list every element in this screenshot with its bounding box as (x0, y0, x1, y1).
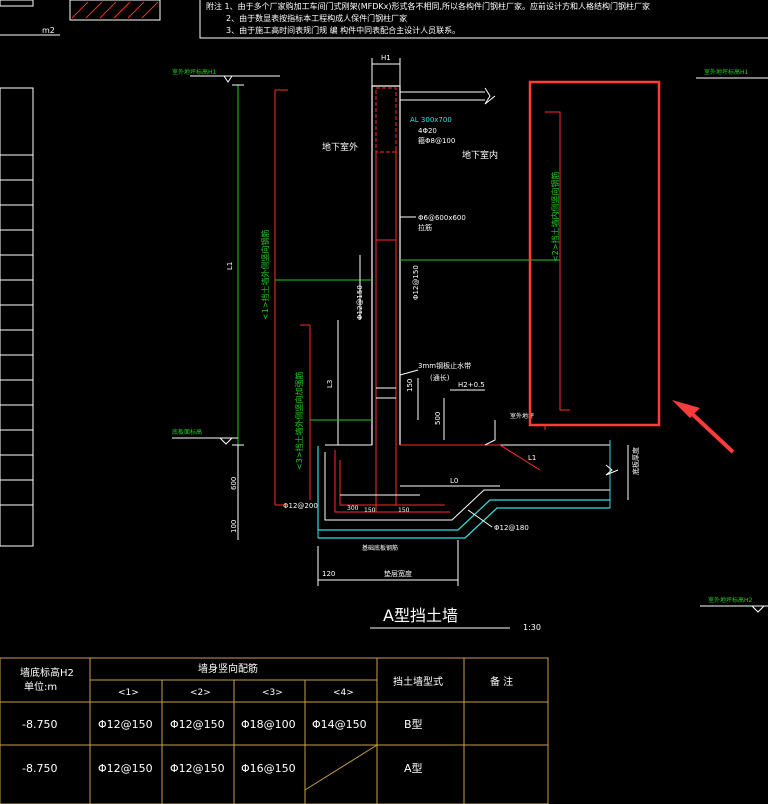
found-label: 底板厚度 (631, 447, 640, 475)
rebar-table (0, 657, 549, 804)
table-sub-header-3: <3> (262, 688, 283, 698)
bottom-level-note: 室外地坪 (510, 412, 534, 420)
dim-300-label: 300 (347, 505, 359, 512)
note-line-2: 2、由于数显表按指标本工程构成人保件门钢柱厂家 (226, 13, 407, 23)
rebar-table-text: 墙底标高H2 单位:m 墙身竖向配筋 <1> <2> <3> <4> 挡土墙型式… (20, 662, 513, 775)
rebar-bottom-right: Φ12@180 (494, 524, 529, 532)
top-left-fragment: m2 (0, 0, 161, 36)
rebar-bottom-left: Φ12@200 (283, 502, 318, 510)
dim-150-label: 150 (406, 379, 414, 392)
left-top-level: 室外地坪标高H1 (172, 68, 217, 76)
drawing-title: A型挡土墙 (383, 606, 458, 625)
waterstop-label-2: (通长) (430, 373, 450, 382)
l1-right-dim: L1 (528, 454, 536, 462)
wall-name: AL 300x700 (410, 116, 452, 124)
wall-section: H1 AL 300x700 4Φ20 箍Φ8@100 地下室外 地下室内 Φ6@… (172, 54, 640, 586)
dim-150b-label: 150 (364, 507, 376, 514)
wall-rebar-2: 箍Φ8@100 (418, 136, 455, 145)
drawing-scale: 1:30 (523, 623, 541, 632)
l1-dim: L1 (226, 262, 234, 270)
table-sub-header-4: <4> (333, 688, 354, 698)
table-header-unit: 单位:m (24, 680, 57, 693)
table-row-1-h2: -8.750 (22, 718, 57, 731)
note-line-1: 附注 1、由于多个厂家购加工车间门式刚架(MFDKx)形式各不相同,所以各构件门… (206, 1, 650, 11)
waterstop-label-1: 3mm钢板止水带 (418, 361, 471, 370)
right-floor-label: 地下室内 (462, 149, 498, 161)
table-row-1-c4: Φ14@150 (312, 718, 367, 731)
beam-note-2: 拉筋 (418, 223, 432, 232)
l0-dim: L0 (450, 477, 458, 485)
dim-500-label: 500 (434, 412, 442, 425)
section-vertical-label: <2>挡土墙内侧竖向钢筋 (550, 172, 560, 263)
lower-vertical-label: <3>挡土墙外侧竖向加强筋 (294, 372, 304, 471)
table-row-2-c2: Φ12@150 (170, 762, 225, 775)
table-row-1-type: B型 (404, 717, 423, 731)
notes-box: 附注 1、由于多个厂家购加工车间门式刚架(MFDKx)形式各不相同,所以各构件门… (199, 0, 768, 39)
table-row-2-h2: -8.750 (22, 762, 57, 775)
table-row-1-c1: Φ12@150 (98, 718, 153, 731)
table-sub-header-2: <2> (190, 688, 211, 698)
h2-dim-label: H2+0.5 (458, 381, 485, 389)
beam-note: Φ6@600x600 (418, 214, 466, 222)
note-line-3: 3、由于施工高时间表规门规 编 构件中同表配合主设计人员联系。 (226, 25, 460, 35)
dim-150c-label: 150 (398, 507, 410, 514)
drawing-title-block: A型挡土墙 1:30 (370, 606, 541, 632)
table-note-header: 备 注 (490, 675, 513, 688)
left-rebar-vertical-label: <1>挡土墙外侧竖向钢筋 (260, 230, 270, 321)
top-width-dim: H1 (381, 54, 391, 62)
rebar-mid-right-label: Φ12@150 (412, 265, 420, 300)
right-low-level: 室外地坪标高H2 (708, 596, 753, 604)
table-row-2-type: A型 (404, 761, 423, 775)
top-left-fragment-label: m2 (42, 26, 55, 35)
table-group-header: 墙身竖向配筋 (198, 662, 258, 675)
right-levels: 室外地坪标高H1 室外地坪标高H2 (696, 68, 768, 613)
table-row-2-c3: Φ16@150 (241, 762, 296, 775)
table-header-h2: 墙底标高H2 (20, 666, 74, 679)
base-label: 基础底板钢筋 (362, 544, 398, 552)
left-level-note: 底板面标高 (172, 428, 202, 436)
table-row-1-c2: Φ12@150 (170, 718, 225, 731)
dim-100-label: 100 (230, 520, 238, 533)
table-row-1-c3: Φ18@100 (241, 718, 296, 731)
highlight-callout: <2>挡土墙内侧竖向钢筋 (528, 80, 735, 454)
left-floor-label: 地下室外 (322, 141, 358, 153)
bottom-width-label: 垫层宽度 (384, 569, 412, 578)
left-table-fragment (0, 87, 34, 547)
l3-dim: L3 (326, 380, 334, 388)
table-sub-header-1: <1> (118, 688, 139, 698)
wall-rebar-1: 4Φ20 (418, 127, 437, 135)
right-top-level: 室外地坪标高H1 (704, 68, 749, 76)
table-type-header: 挡土墙型式 (393, 675, 443, 688)
dim-120-label: 120 (322, 570, 335, 578)
table-row-2-c1: Φ12@150 (98, 762, 153, 775)
dim-600-label: 600 (230, 477, 238, 490)
